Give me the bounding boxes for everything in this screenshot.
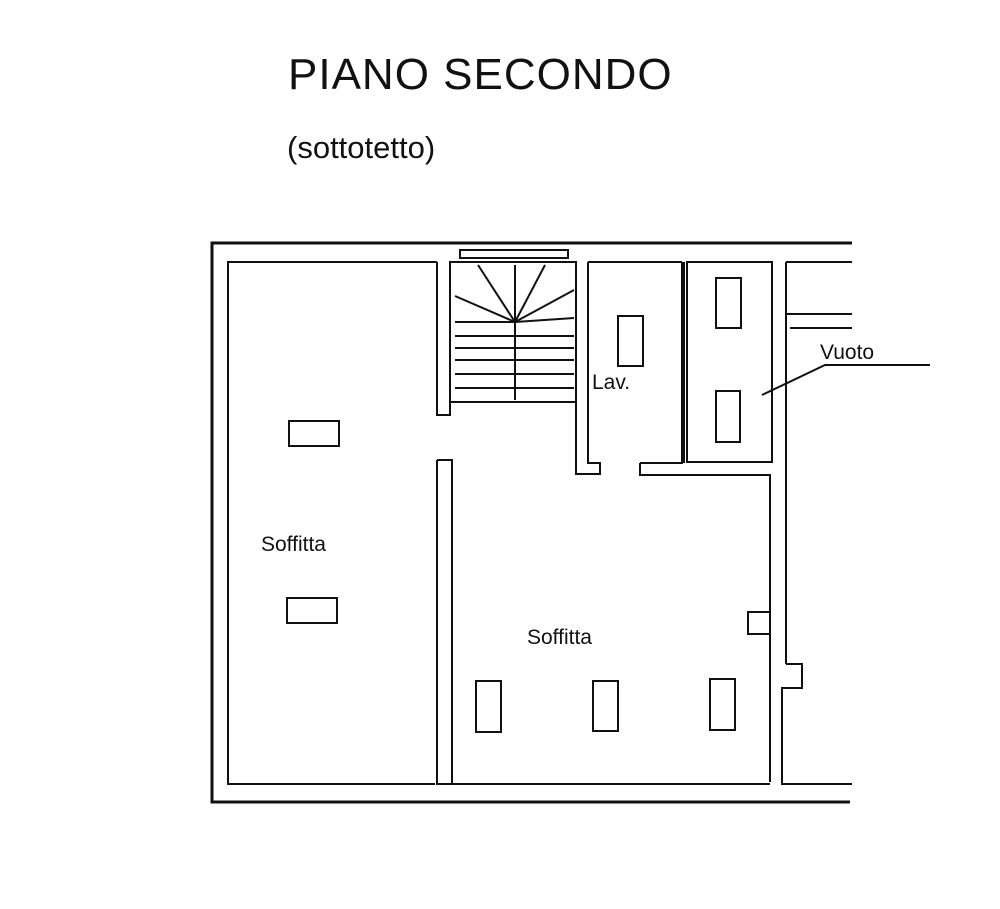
skylight (592, 680, 619, 732)
outer-wall (210, 241, 852, 804)
skylight (286, 597, 338, 624)
right-side-walls (747, 261, 852, 785)
skylight (709, 678, 736, 731)
room-label-soffitta-left: Soffitta (261, 533, 326, 556)
skylight (475, 680, 502, 733)
skylight (617, 315, 644, 367)
skylights (286, 277, 742, 733)
room-label-vuoto: Vuoto (820, 341, 874, 364)
page-title: PIANO SECONDO (288, 50, 673, 99)
room-label-lav: Lav. (592, 371, 630, 394)
room-label-soffitta-center: Soffitta (527, 626, 592, 649)
skylight (288, 420, 340, 447)
skylight (715, 277, 742, 329)
vuoto-leader-line (761, 364, 930, 396)
skylight (715, 390, 741, 443)
lav-room-walls (575, 261, 773, 782)
staircase (449, 249, 577, 403)
page-subtitle: (sottotetto) (287, 130, 436, 165)
